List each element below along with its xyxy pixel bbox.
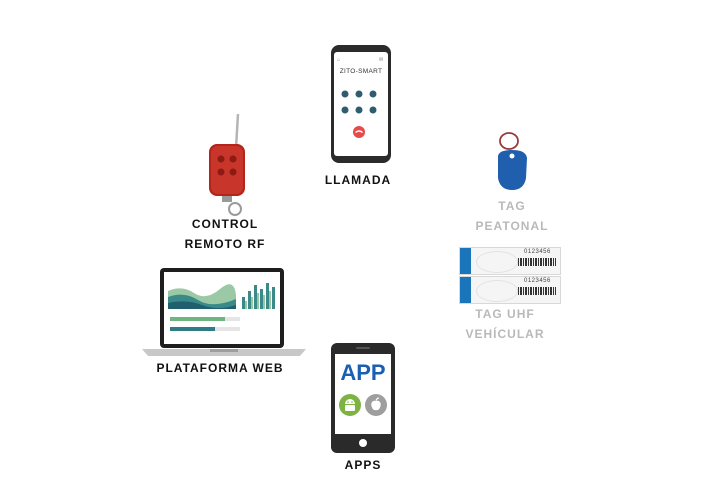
svg-text:⌂: ⌂ <box>337 57 340 63</box>
remote-control-icon <box>200 112 256 220</box>
app-badge: APP <box>340 360 386 385</box>
call-phone-illustration: ⌂ ✉ ZITO-SMART <box>330 44 392 164</box>
phone-app-name: ZITO-SMART <box>339 68 383 75</box>
smartphone-icon: APP <box>330 342 396 454</box>
apple-icon <box>365 394 387 416</box>
key-fob-tag-icon <box>490 130 536 194</box>
tag-peatonal-label-line2: PEATONAL <box>475 219 549 233</box>
svg-text:✉: ✉ <box>379 57 384 63</box>
android-icon <box>339 394 361 416</box>
uhf-tag-code: 0123456 <box>524 278 551 284</box>
control-label-line2: REMOTO RF <box>184 237 266 251</box>
llamada-label: LLAMADA <box>324 173 392 187</box>
laptop-icon <box>142 267 306 357</box>
uhf-tag-code: 0123456 <box>524 249 551 255</box>
uhf-tag-icon: 0123456 <box>459 276 561 304</box>
uhf-tag-icon: 0123456 <box>459 247 561 275</box>
uhf-label-line1: TAG UHF <box>475 307 535 321</box>
apps-label: APPS <box>344 458 382 472</box>
plataforma-web-label: PLATAFORMA WEB <box>156 361 284 375</box>
uhf-label-line2: VEHÍCULAR <box>465 327 545 341</box>
tag-peatonal-label-line1: TAG <box>498 199 526 213</box>
control-label-line1: CONTROL <box>191 217 259 231</box>
